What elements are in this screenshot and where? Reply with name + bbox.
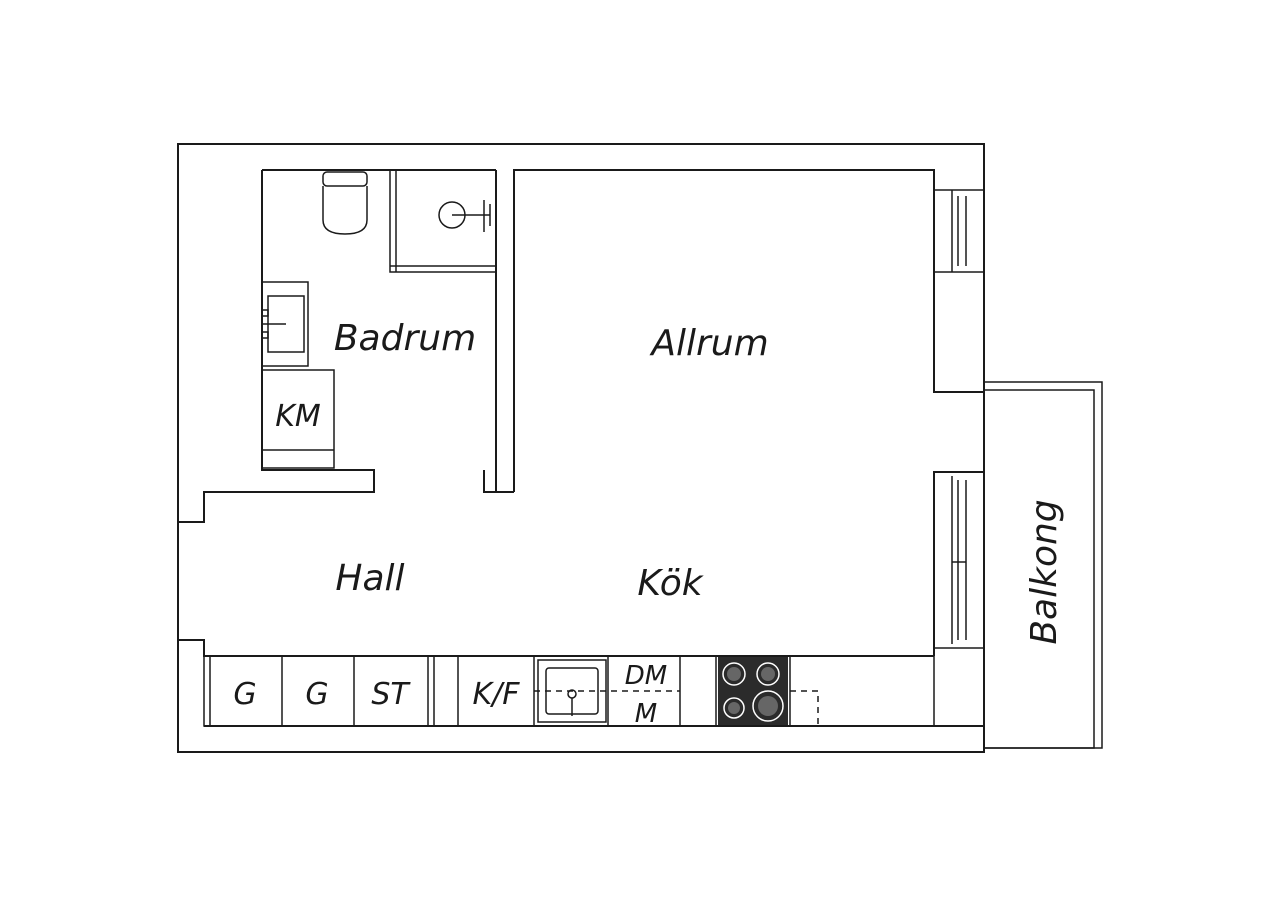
- toilet: [322, 171, 368, 235]
- dishwasher-label: DM: [625, 661, 667, 691]
- kitchen-hall: G G ST K/F DM M: [178, 471, 985, 729]
- stove: [718, 657, 788, 725]
- bathroom: KM Badrum: [178, 169, 497, 523]
- bathroom-sink: [261, 281, 309, 367]
- balcony: Balkong: [983, 381, 1103, 749]
- balkong-label: Balkong: [1024, 499, 1065, 644]
- wardrobe-g2-label: G: [305, 677, 328, 712]
- shower: [389, 170, 496, 273]
- allrum-label: Allrum: [649, 323, 768, 364]
- kitchen-counter: K/F DM M: [457, 655, 935, 729]
- outer-walls: [177, 143, 985, 753]
- badrum-label: Badrum: [334, 318, 476, 359]
- hall-label: Hall: [335, 558, 404, 599]
- washing-machine: KM: [261, 369, 335, 469]
- kok-label: Kök: [637, 563, 704, 604]
- microwave-label: M: [635, 699, 657, 729]
- living-room: Allrum: [484, 169, 985, 493]
- wardrobes: G G ST: [203, 655, 435, 727]
- km-label: KM: [275, 399, 321, 434]
- window-upper: [933, 189, 985, 273]
- wardrobe-g1-label: G: [233, 677, 256, 712]
- wardrobe-st-label: ST: [371, 677, 411, 712]
- kitchen-sink: [537, 659, 607, 723]
- fridge-freezer-label: K/F: [472, 677, 520, 712]
